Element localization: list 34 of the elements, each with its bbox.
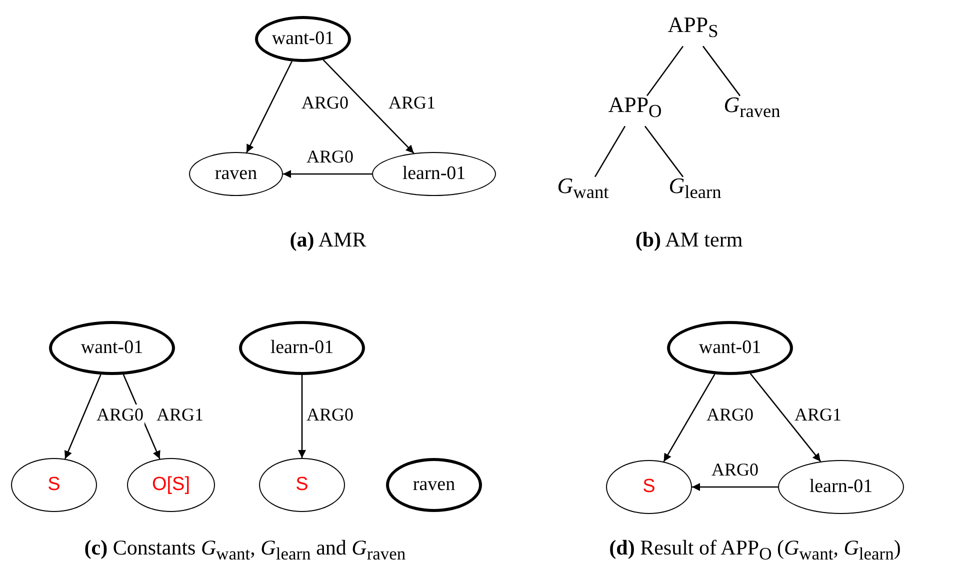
tree-line <box>702 46 741 96</box>
node-label: O[S] <box>152 474 190 496</box>
node-label: want-01 <box>272 28 334 50</box>
arrow <box>322 59 414 154</box>
node-label: learn-01 <box>809 476 873 498</box>
node-label: want-01 <box>698 337 762 359</box>
node-label: learn-01 <box>270 337 334 359</box>
arrow <box>663 374 716 462</box>
node-label: S <box>296 474 308 496</box>
tree-node-label: G$_{want}$ <box>557 172 609 204</box>
node-label: S <box>642 476 656 498</box>
node-label: S <box>48 474 60 496</box>
arrow <box>283 170 372 178</box>
subfigure-caption: (b) AM term <box>635 228 743 252</box>
node-label: learn-01 <box>402 163 466 185</box>
tree-node-label: APP$_{O}$ <box>608 92 662 122</box>
subfigure-caption: (a) AMR <box>290 228 366 252</box>
arrow <box>246 61 292 153</box>
tree-node-label: G$_{learn}$ <box>668 172 722 204</box>
node-label: raven <box>412 474 456 496</box>
edge-label: ARG0 <box>96 404 144 426</box>
node-label: raven <box>214 163 258 185</box>
tree-line <box>646 46 684 96</box>
tree-line <box>644 126 684 178</box>
arrow <box>750 373 822 462</box>
tree-node-label: APP$_{S}$ <box>668 12 718 42</box>
tree-line <box>594 126 626 178</box>
arrow <box>692 483 778 491</box>
subfigure-caption: (c) Constants G$_{want}$, G$_{learn}$ and G$_{raven}$ <box>84 535 406 565</box>
arrow <box>64 374 102 460</box>
subfigure-caption: (d) Result of APP$_{O}$ (G$_{want}$, G$_{learn}$) <box>609 535 901 565</box>
tree-node-label: G$_{raven}$ <box>724 92 780 122</box>
arrow <box>298 375 306 458</box>
node-label: want-01 <box>80 337 144 359</box>
